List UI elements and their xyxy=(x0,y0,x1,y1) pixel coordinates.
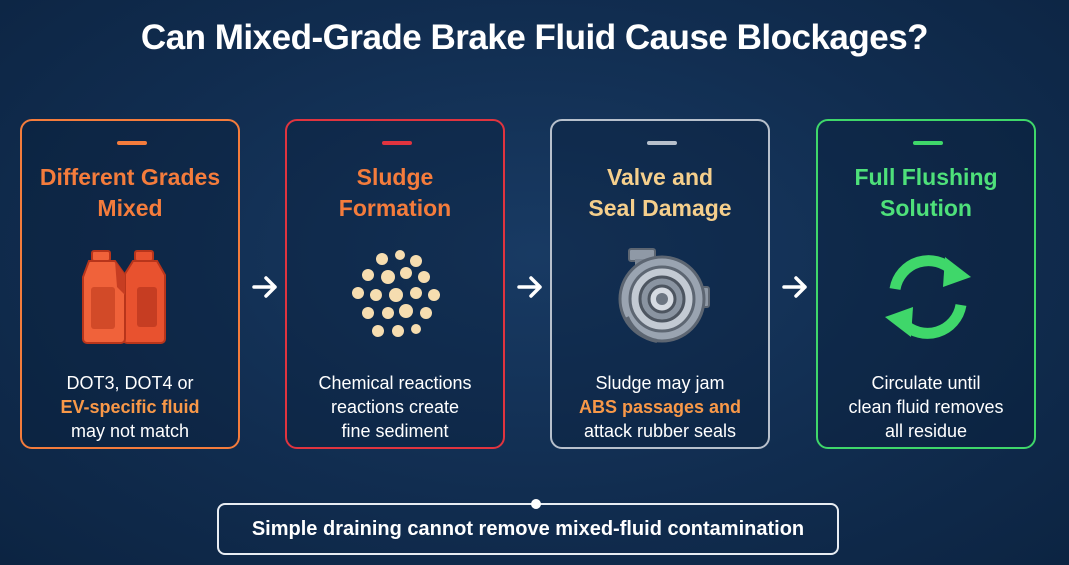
card-heading: Sludge Formation xyxy=(338,164,452,221)
accent-dash xyxy=(117,141,147,145)
recycle-arrows-icon xyxy=(885,255,971,339)
card-heading: Valve and Seal Damage xyxy=(588,164,732,221)
card-description: Chemical reactions reactions create fine… xyxy=(318,373,472,441)
accent-dash xyxy=(382,141,412,145)
banner-dot xyxy=(531,499,541,509)
page-title: Can Mixed-Grade Brake Fluid Cause Blocka… xyxy=(140,18,929,57)
card-description: Sludge may jam ABS passages and attack r… xyxy=(578,373,742,441)
summary-banner: Simple draining cannot remove mixed-flui… xyxy=(217,503,839,555)
accent-dash xyxy=(647,141,677,145)
card-sludge-formation: Sludge Formation Chemical reactions reac… xyxy=(285,119,505,449)
valve-seal-icon xyxy=(618,248,710,343)
card-heading: Different Grades Mixed xyxy=(39,164,221,221)
arrow-right-icon xyxy=(782,276,807,298)
card-heading: Full Flushing Solution xyxy=(854,164,998,221)
card-description: Circulate until clean fluid removes all … xyxy=(848,373,1004,441)
arrow-right-icon xyxy=(517,276,542,298)
arrow-right-icon xyxy=(252,276,277,298)
card-different-grades: Different Grades Mixed DOT3, DOT4 or EV-… xyxy=(20,119,240,449)
card-full-flushing: Full Flushing Solution Circulate until c… xyxy=(816,119,1036,449)
card-valve-seal-damage: Valve and Seal Damage Sludge may jam ABS… xyxy=(550,119,770,449)
accent-dash xyxy=(913,141,943,145)
sludge-particles-icon xyxy=(352,250,440,337)
card-description: DOT3, DOT4 or EV-specific fluid may not … xyxy=(60,373,200,441)
fluid-bottles-icon xyxy=(82,250,166,344)
